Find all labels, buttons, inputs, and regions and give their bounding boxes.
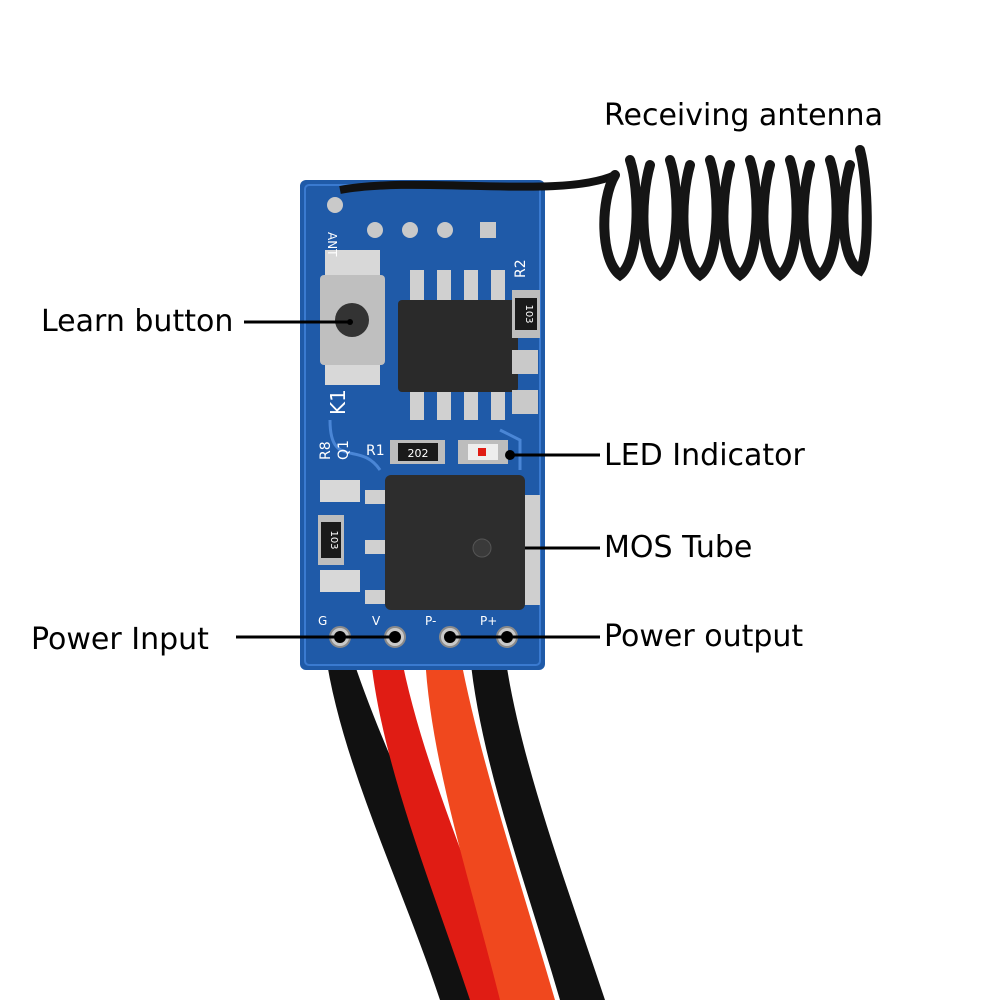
silk-p-plus: P+ [480, 614, 497, 628]
leader-led-dot [505, 450, 515, 460]
antenna-spring [599, 145, 872, 282]
learn-button-switch [320, 250, 385, 385]
silk-r2: R2 [513, 259, 529, 278]
leader-power-input-dot-g [334, 631, 346, 643]
label-power-output: Power output [604, 619, 804, 654]
label-mos-tube: MOS Tube [604, 530, 753, 565]
silk-r1: R1 [366, 443, 385, 459]
smd-pad [512, 390, 538, 414]
wire-black-output-positive [470, 655, 605, 1000]
mos-tube-component [320, 475, 540, 610]
output-wires [325, 650, 605, 1000]
decoder-chip [398, 270, 518, 420]
antenna-coil [339, 145, 872, 282]
pcb-trace [328, 419, 382, 471]
silk-k1: K1 [326, 389, 350, 415]
label-power-input: Power Input [31, 622, 209, 657]
leader-lines [236, 319, 600, 643]
leader-power-output-dot-minus [444, 631, 456, 643]
label-learn-button: Learn button [41, 304, 234, 339]
silk-p-minus: P- [425, 614, 436, 628]
silk-r8: R8 [318, 441, 334, 460]
silk-ant: ANT [325, 232, 339, 257]
smd-pad [512, 350, 538, 374]
resistor-r8: 103 [318, 515, 344, 565]
resistor-r2: 103 [512, 290, 540, 338]
header-pads [327, 197, 496, 238]
silk-v: V [372, 614, 381, 628]
label-led-indicator: LED Indicator [604, 438, 805, 473]
led-indicator-component [458, 440, 508, 464]
silk-q1: Q1 [336, 440, 352, 460]
resistor-r2-code: 103 [523, 304, 534, 323]
leader-power-input-dot-v [389, 631, 401, 643]
label-receiving-antenna: Receiving antenna [604, 98, 883, 133]
silk-g: G [318, 614, 327, 628]
resistor-r8-code: 103 [328, 530, 339, 549]
wire-orange-output-negative [425, 655, 555, 1000]
resistor-r1: 202 [390, 440, 445, 464]
pcb-trace [499, 428, 522, 470]
leader-power-output-dot-plus [501, 631, 513, 643]
antenna-lead-wire [339, 171, 617, 194]
resistor-r1-code: 202 [408, 447, 429, 460]
